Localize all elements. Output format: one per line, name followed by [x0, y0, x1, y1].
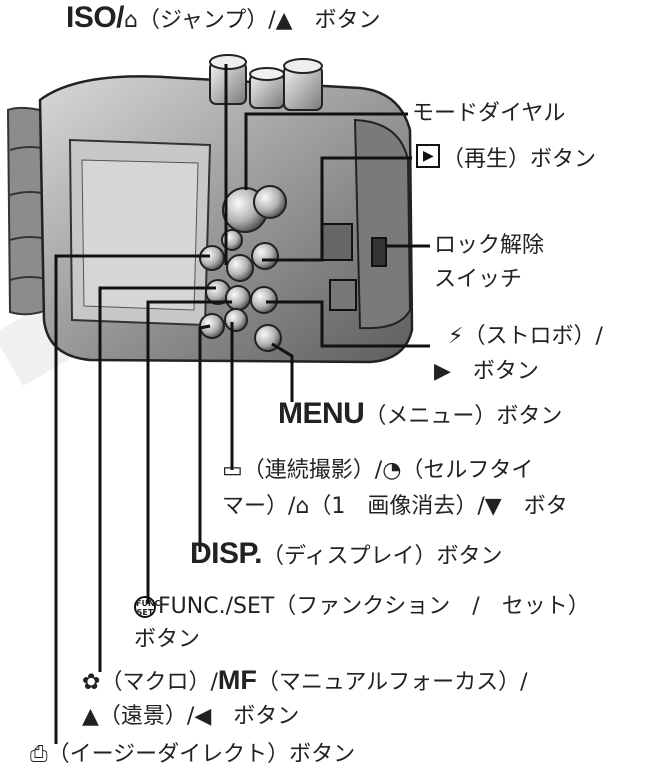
macro-text: （マクロ）/: [100, 670, 217, 695]
func-set-text: FUNC./SET（ファンクション / セット）: [158, 594, 590, 619]
infinity-text: （遠景）/◀ ボタン: [99, 704, 299, 729]
macro-mf-label-line1: ✿（マクロ）/MF（マニュアルフォーカス）/: [82, 666, 528, 697]
menu-button-label: MENU（メニュー）ボタン: [278, 400, 562, 431]
playback-text: （再生）ボタン: [442, 147, 596, 172]
disp-text: （ディスプレイ）ボタン: [262, 544, 502, 569]
macro-mf-label-line2: ▲（遠景）/◀ ボタン: [82, 702, 299, 731]
jump-icon: ⌂: [124, 8, 138, 33]
print-share-icon: ⎙: [30, 742, 48, 767]
mode-dial-label: モードダイヤル: [412, 100, 565, 128]
flash-button-label-line1: ⚡（ストロボ）/: [448, 322, 603, 351]
iso-text: （ジャンプ）/▲ ボタン: [138, 8, 381, 33]
disp-prefix: DISP.: [190, 537, 262, 570]
mf-prefix: MF: [218, 665, 257, 695]
playback-button-label: ▶（再生）ボタン: [416, 142, 596, 174]
continuous-text: （連続撮影）/: [243, 458, 382, 483]
iso-jump-label: ISO/⌂（ジャンプ）/▲ ボタン: [66, 4, 381, 35]
playback-icon: ▶: [416, 144, 440, 168]
flash-text: （ストロボ）/: [463, 324, 602, 349]
infinity-icon: ▲: [82, 704, 99, 729]
continuous-label-line2: マー）/⌂（1 画像消去）/▼ ボタ: [222, 492, 568, 521]
easy-direct-text: （イージーダイレクト）ボタン: [48, 742, 356, 767]
lock-release-label-line2: スイッチ: [434, 266, 522, 294]
iso-prefix: ISO/: [66, 1, 124, 34]
continuous-label-line1: ▭（連続撮影）/◔（セルフタイ: [222, 456, 533, 485]
flash-button-label-line2: ▶ ボタン: [434, 358, 539, 386]
erase-icon: ⌂: [295, 494, 309, 519]
disp-button-label: DISP.（ディスプレイ）ボタン: [190, 540, 502, 571]
lock-release-label-line1: ロック解除: [434, 232, 544, 260]
menu-prefix: MENU: [278, 397, 364, 430]
self-timer-icon: ◔: [382, 458, 401, 483]
macro-icon: ✿: [82, 670, 100, 695]
erase-text: （1 画像消去）/▼ ボタ: [309, 494, 567, 519]
func-set-label-line2: ボタン: [134, 626, 200, 654]
mf-text: （マニュアルフォーカス）/: [257, 670, 528, 695]
flash-icon: ⚡: [448, 324, 463, 349]
self-timer-text: （セルフタイ: [401, 458, 533, 483]
menu-text: （メニュー）ボタン: [364, 404, 562, 429]
continuous-shooting-icon: ▭: [222, 458, 243, 483]
housing-latch: [355, 120, 410, 328]
timer-text-cont: マー）/: [222, 494, 295, 519]
easy-direct-label: ⎙（イージーダイレクト）ボタン: [30, 740, 355, 769]
